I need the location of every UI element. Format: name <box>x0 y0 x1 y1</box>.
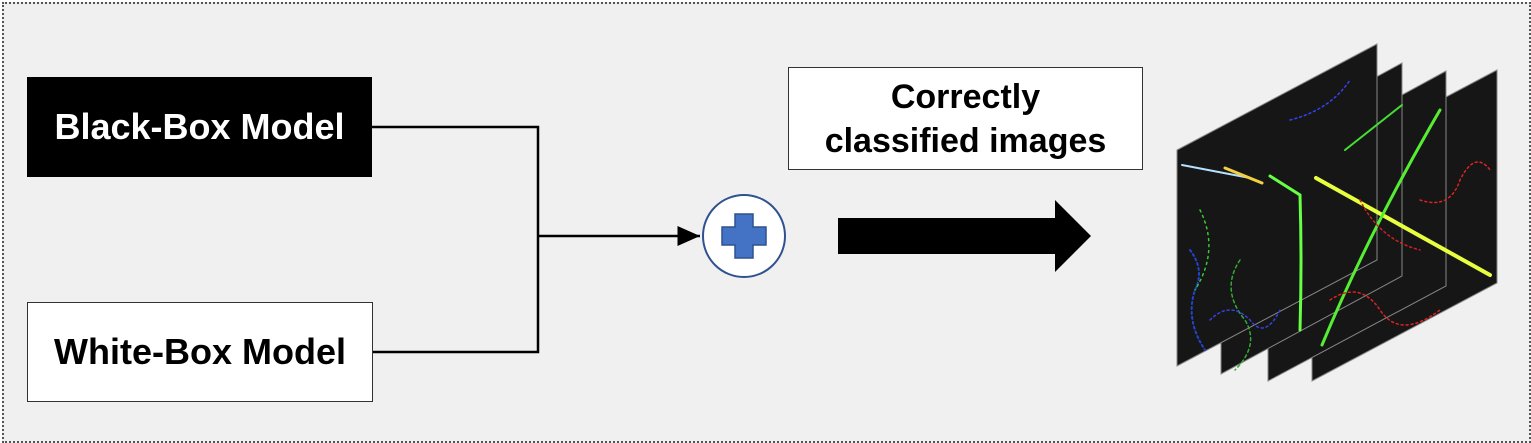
white-box-model-node: White-Box Model <box>27 302 373 402</box>
black-box-model-label: Black-Box Model <box>54 106 345 147</box>
connector-lines <box>372 125 700 354</box>
white-box-model-label: White-Box Model <box>54 331 346 372</box>
black-box-model-node: Black-Box Model <box>27 77 372 177</box>
output-label-box: Correctly classified images <box>788 67 1143 170</box>
arrow-right-icon <box>838 200 1091 272</box>
image-stack-icon <box>1176 43 1498 382</box>
output-label-line1: Correctly <box>890 77 1041 116</box>
plus-circle-icon <box>702 194 786 278</box>
output-label-line2: classified images <box>824 121 1107 160</box>
